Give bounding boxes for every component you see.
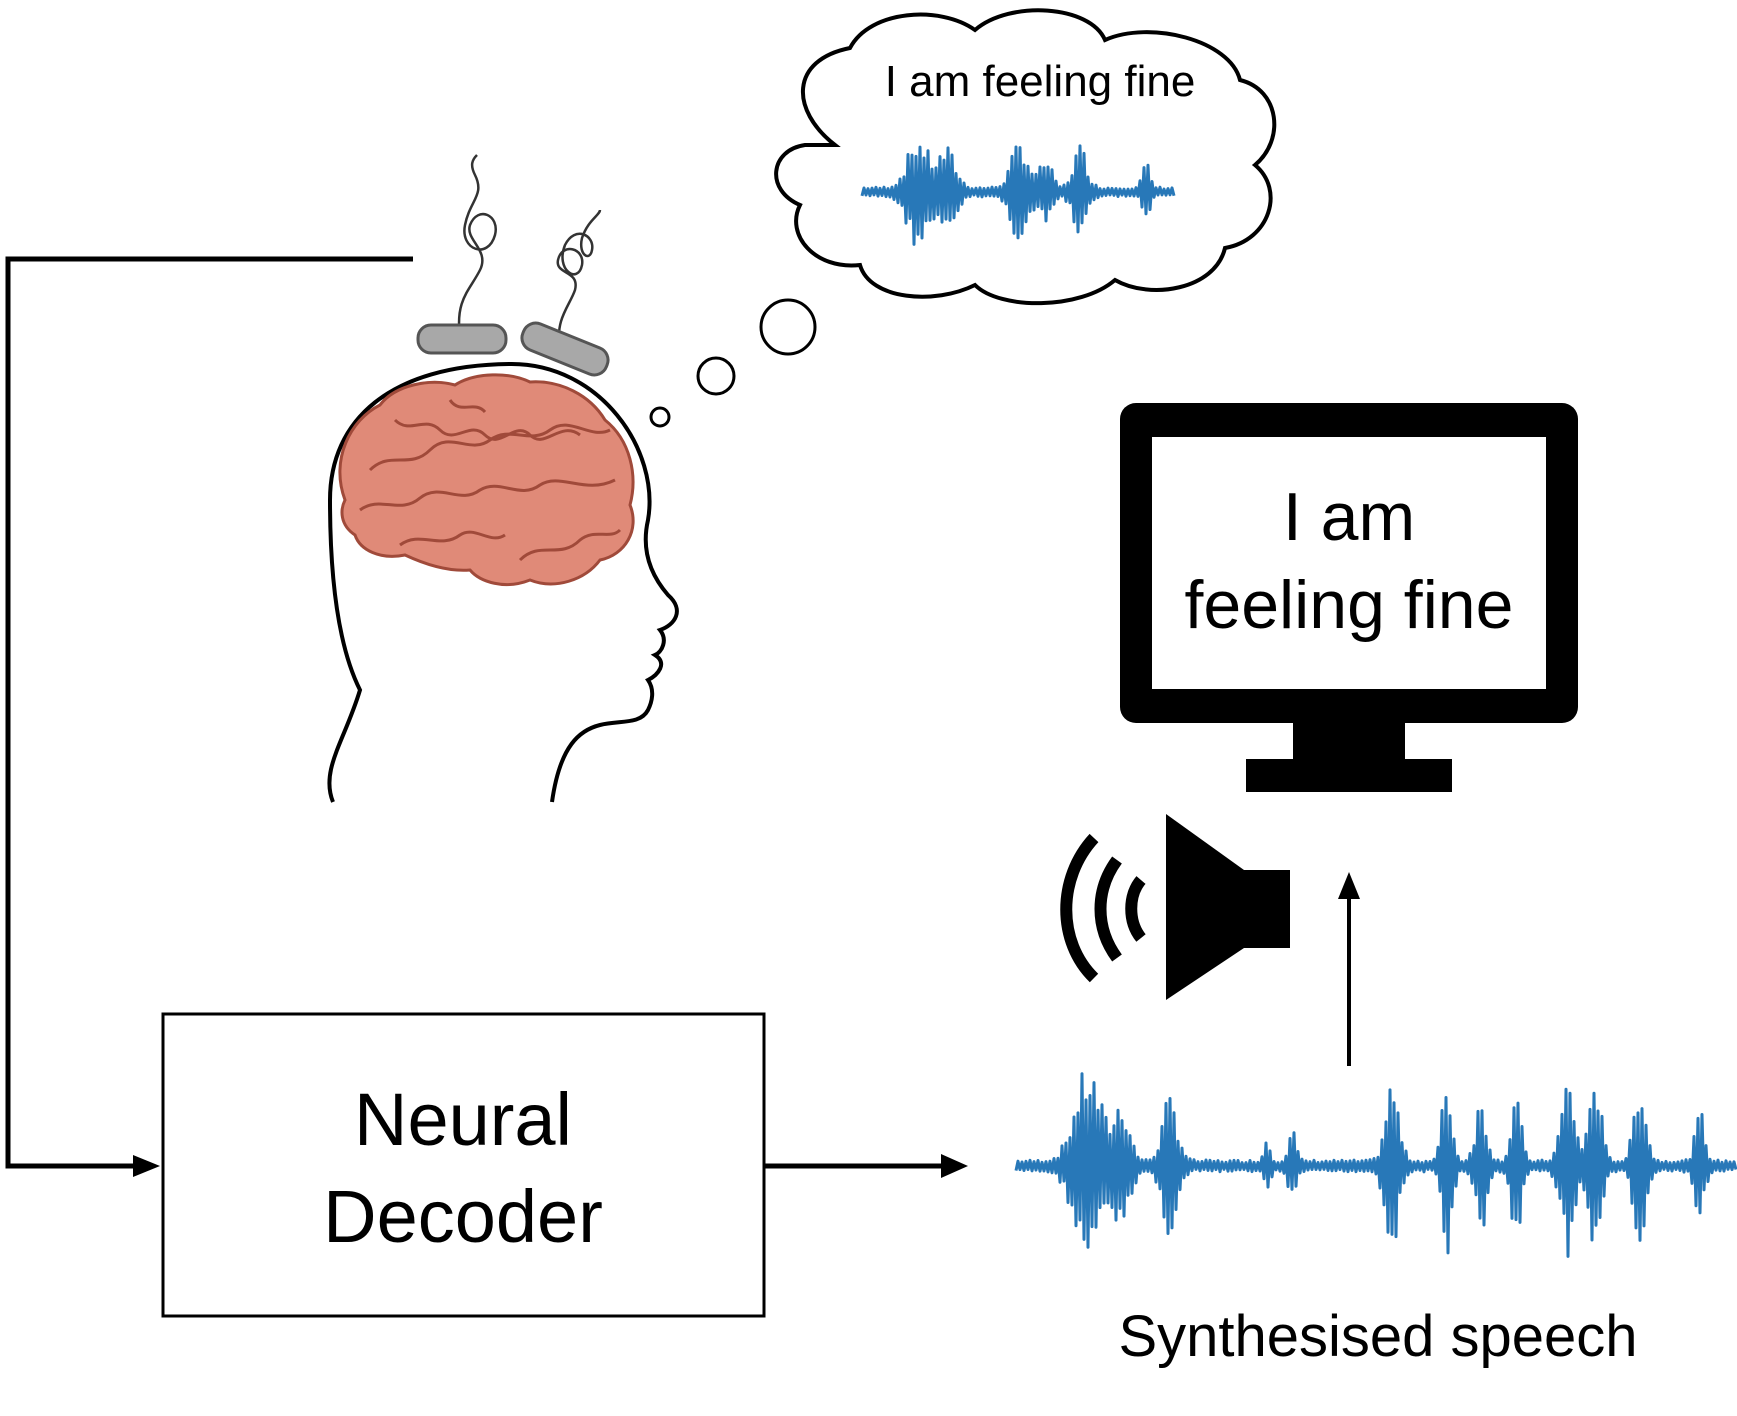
thought-text: I am feeling fine xyxy=(885,57,1196,106)
arrow-into-monitor xyxy=(1338,872,1360,899)
electrode-left xyxy=(416,154,508,355)
thought-bubble: I am feeling fine xyxy=(649,8,1277,428)
synthesised-speech-waveform xyxy=(1014,1072,1737,1258)
thought-waveform xyxy=(860,144,1176,246)
signal-line-from-electrodes xyxy=(5,256,413,1169)
sound-wave-small xyxy=(1125,876,1146,942)
decoder-label-line2: Decoder xyxy=(323,1175,603,1258)
decoder-label-line1: Neural xyxy=(354,1078,572,1161)
sound-wave-medium xyxy=(1094,856,1122,962)
thought-dot-large xyxy=(759,298,817,356)
speaker-icon xyxy=(1060,814,1290,1000)
thought-dot-small xyxy=(649,406,671,428)
neural-decoder-box: Neural Decoder xyxy=(161,1012,766,1318)
sound-wave-large xyxy=(1060,833,1099,983)
thought-cloud xyxy=(774,8,1277,306)
electrode-right xyxy=(520,209,610,377)
arrow-into-synth xyxy=(941,1154,968,1178)
arrow-into-decoder xyxy=(133,1155,160,1177)
head-silhouette xyxy=(327,361,679,803)
synth-caption: Synthesised speech xyxy=(1118,1304,1637,1369)
monitor-text-line1: I am xyxy=(1283,479,1415,555)
monitor-text-line2: feeling fine xyxy=(1185,567,1514,643)
monitor-icon: I am feeling fine xyxy=(1120,403,1578,792)
thought-dot-medium xyxy=(696,356,736,396)
brain-icon xyxy=(338,373,635,587)
